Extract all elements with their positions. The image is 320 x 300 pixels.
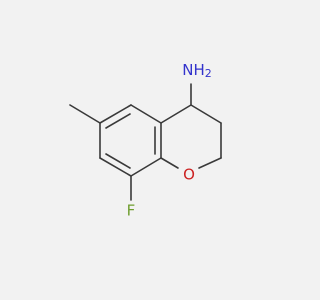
molecule-structure: NH2 O F xyxy=(69,61,222,220)
bond-ring-top xyxy=(99,104,132,124)
amine-label: NH2 xyxy=(182,61,212,81)
bond-ring-top-right xyxy=(130,104,162,124)
bond-ring-junction xyxy=(160,104,192,124)
bond-ring-left-lower-inner xyxy=(105,153,131,169)
bond-ring-left-lower xyxy=(99,157,132,177)
bond-ch2-top xyxy=(190,104,222,124)
amine-main: NH xyxy=(182,61,205,79)
bond-methyl xyxy=(69,104,101,124)
molecule-canvas: NH2 O F xyxy=(69,61,222,220)
bond-ring-top-inner xyxy=(105,113,131,129)
bond-oxygen-right xyxy=(198,157,222,169)
oxygen-label: O xyxy=(183,166,195,184)
amine-subscript: 2 xyxy=(205,67,212,80)
bond-ring-bottom xyxy=(130,157,162,177)
bond-oxygen-left xyxy=(160,157,179,169)
fluorine-label: F xyxy=(127,202,136,220)
